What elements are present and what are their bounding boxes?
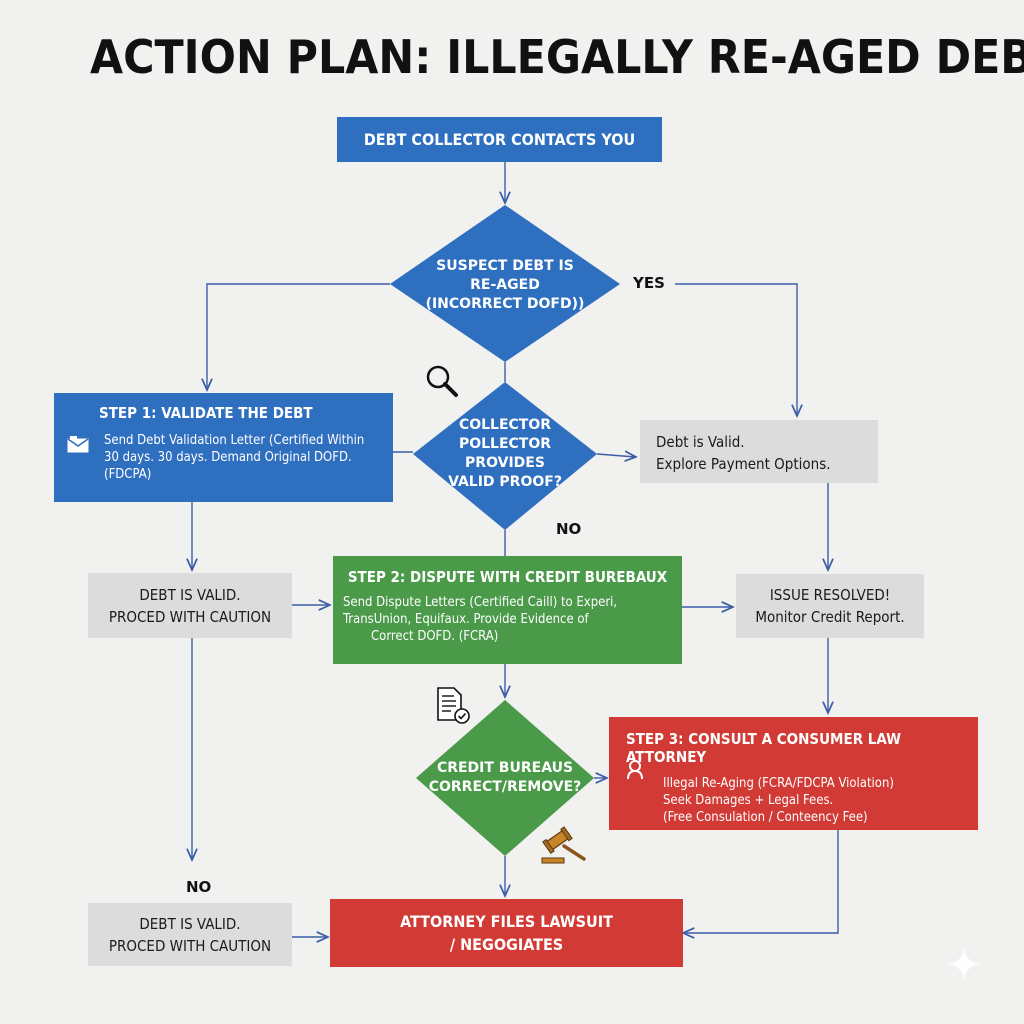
valid-payment-line-1: Debt is Valid.	[656, 433, 745, 451]
suspect-line-2: RE-AGED	[470, 276, 540, 293]
step3-node: STEP 3: CONSULT A CONSUMER LAW ATTORNEY …	[609, 717, 978, 830]
valid-caution-1-line-2: PROCED WITH CAUTION	[108, 607, 272, 626]
resolved-line-1: ISSUE RESOLVED!	[769, 586, 891, 604]
edge-collector-to-valid	[596, 454, 636, 457]
sparkle-icon	[948, 948, 980, 980]
suspect-diamond	[390, 205, 620, 362]
resolved-node: ISSUE RESOLVED! Monitor Credit Report.	[736, 574, 924, 638]
bureaus-line-1: CREDIT BUREAUS	[436, 760, 574, 776]
collector-line-1: COLLECTOR	[458, 417, 552, 433]
lawsuit-line-1: ATTORNEY FILES LAWSUIT	[400, 912, 613, 931]
resolved-line-2: Monitor Credit Report.	[755, 608, 905, 626]
edge-label-no-1: NO	[556, 520, 582, 538]
bureaus-diamond	[416, 700, 594, 856]
collector-line-2: POLLECTOR PROVIDES	[458, 436, 552, 471]
collector-line-3: VALID PROOF?	[448, 474, 562, 490]
step2-body-line-1: Send Dispute Letters (Certified Caill) t…	[343, 595, 618, 610]
valid-caution-2-line-1: DEBT IS VALID.	[139, 914, 241, 933]
suspect-line-3: (INCORRECT DOFD))	[425, 295, 585, 312]
gavel-icon	[541, 826, 586, 864]
suspect-diamond-label: SUSPECT DEBT IS RE-AGED (INCORRECT DOFD)…	[420, 245, 590, 325]
step2-node: STEP 2: DISPUTE WITH CREDIT BUREBAUX Sen…	[333, 556, 682, 664]
edge-step3-to-lawsuit	[683, 830, 839, 933]
step2-title: STEP 2: DISPUTE WITH CREDIT BUREBAUX	[347, 568, 668, 586]
valid-payment-line-2: Explore Payment Options.	[656, 455, 831, 473]
suspect-line-1: SUSPECT DEBT IS	[436, 257, 574, 274]
step1-node: STEP 1: VALIDATE THE DEBT Send Debt Vali…	[54, 393, 393, 502]
valid-caution-2-line-2: PROCED WITH CAUTION	[108, 936, 272, 955]
step2-body-line-3: Correct DOFD. (FCRA)	[371, 629, 499, 644]
step2-body-line-2: TransUnion, Equifaux. Provide Evidence o…	[343, 612, 589, 627]
collector-diamond	[413, 382, 597, 530]
valid-caution-node-1: DEBT IS VALID. PROCED WITH CAUTION	[88, 573, 292, 638]
collector-diamond-label: COLLECTOR POLLECTOR PROVIDES VALID PROOF…	[420, 417, 590, 490]
attorney-icon	[627, 760, 643, 780]
step3-body-line-3: (Free Consulation / Conteency Fee)	[663, 810, 868, 825]
step1-title: STEP 1: VALIDATE THE DEBT	[99, 404, 313, 422]
page-title: ACTION PLAN: ILLEGALLY RE-AGED DEBT	[90, 30, 1024, 84]
valid-caution-node-2: DEBT IS VALID. PROCED WITH CAUTION	[88, 903, 292, 966]
start-node: DEBT COLLECTOR CONTACTS YOU	[337, 117, 662, 162]
envelope-icon	[67, 436, 89, 453]
bureaus-line-2: CORRECT/REMOVE?	[428, 779, 582, 795]
valid-caution-1-line-1: DEBT IS VALID.	[139, 585, 241, 604]
step1-body-line-1: Send Debt Validation Letter (Certified W…	[104, 433, 365, 448]
step3-body-line-2: Seek Damages + Legal Fees.	[663, 793, 834, 808]
edge-suspect-to-valid	[675, 283, 797, 416]
lawsuit-node: ATTORNEY FILES LAWSUIT / NEGOGIATES	[330, 899, 683, 967]
magnifier-icon	[426, 365, 458, 397]
lawsuit-line-2: / NEGOGIATES	[449, 935, 564, 954]
bureaus-diamond-label: CREDIT BUREAUS CORRECT/REMOVE?	[428, 752, 582, 804]
step1-body-line-2: 30 days. 30 days. Demand Original DOFD.	[104, 450, 352, 465]
edge-label-yes: YES	[633, 274, 665, 292]
step3-body-line-1: Illegal Re-Aging (FCRA/FDCPA Violation)	[663, 776, 894, 791]
valid-payment-node: Debt is Valid. Explore Payment Options.	[640, 420, 878, 483]
step3-title: STEP 3: CONSULT A CONSUMER LAW ATTORNEY	[626, 730, 902, 766]
step1-body-line-3: (FDCPA)	[104, 467, 152, 482]
start-node-label: DEBT COLLECTOR CONTACTS YOU	[363, 130, 636, 149]
document-check-icon	[437, 687, 470, 724]
edge-label-no-2: NO	[186, 878, 212, 896]
edge-suspect-to-step1	[207, 283, 390, 390]
